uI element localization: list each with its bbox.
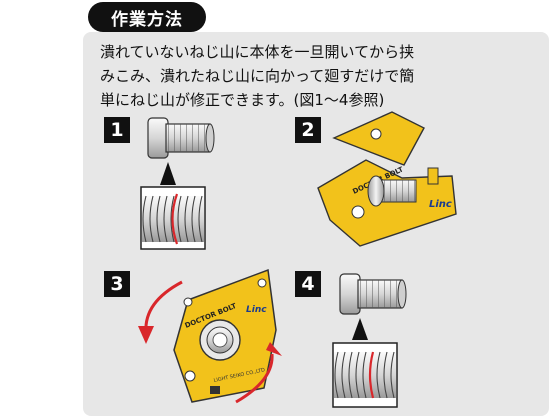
instruction-line: 潰れていないねじ山に本体を一旦開いてから挟	[100, 43, 415, 61]
step-2-badge: 2	[295, 117, 321, 143]
section-title: 作業方法	[111, 9, 183, 30]
closed-tool-icon: DOCTOR BOLT Linc LIGHT SEIKO CO.,LTD	[173, 268, 277, 403]
pointer-arrow-icon	[352, 318, 368, 340]
bolt-icon	[367, 175, 417, 207]
rotation-arrow-icon	[138, 280, 183, 344]
repaired-thread-mark	[368, 351, 375, 399]
instruction-line: みこみ、潰れたねじ山に向かって廻すだけで簡	[100, 67, 415, 85]
step-3-badge: 3	[104, 271, 130, 297]
pointer-arrow-icon	[160, 162, 176, 185]
opened-tool-icon: DOCTOR BOLT Linc	[317, 111, 457, 247]
crushed-thread-mark	[171, 193, 179, 245]
step-4-figure	[332, 273, 407, 408]
section-title-badge: 作業方法	[88, 2, 206, 32]
bolt-icon	[339, 273, 407, 315]
step-3-figure: DOCTOR BOLT Linc LIGHT SEIKO CO.,LTD	[138, 268, 282, 404]
magnified-threads-panel	[140, 186, 206, 250]
step-2-figure: DOCTOR BOLT Linc	[317, 111, 457, 247]
rotation-arrow-icon	[235, 342, 282, 404]
step-1-figure	[140, 117, 215, 250]
magnified-threads-panel	[332, 342, 398, 408]
maker-logo: Linc	[246, 305, 267, 315]
bolt-icon	[147, 117, 215, 159]
instruction-line: 単にねじ山が修正できます。(図1～4参照)	[100, 91, 385, 109]
step-4-badge: 4	[295, 271, 321, 297]
maker-logo: Linc	[429, 199, 452, 210]
step-1-badge: 1	[104, 117, 130, 143]
instruction-text: 潰れていないねじ山に本体を一旦開いてから挟 みこみ、潰れたねじ山に向かって廻すだ…	[100, 40, 545, 112]
